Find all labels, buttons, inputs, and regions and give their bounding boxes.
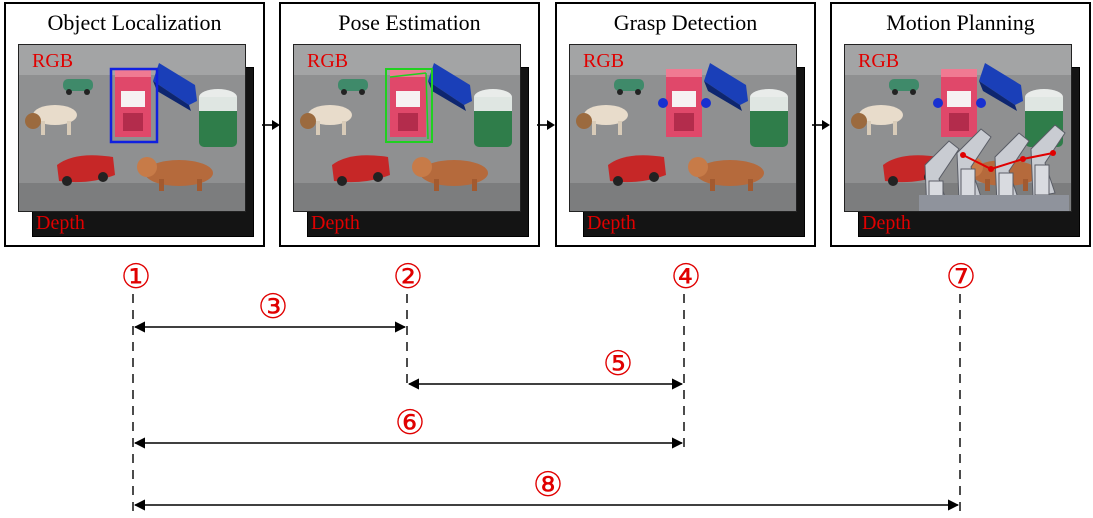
- panel-title: Grasp Detection: [613, 10, 758, 35]
- milk-carton: [115, 69, 151, 137]
- depth-label: Depth: [311, 212, 360, 234]
- cream-jar: [750, 89, 788, 147]
- depth-label: Depth: [862, 212, 911, 234]
- toy-lion: [137, 157, 213, 191]
- scene-svg: [19, 45, 245, 211]
- rgb-label: RGB: [858, 50, 900, 72]
- milestone-label-2: ②: [393, 257, 423, 297]
- milk-carton: [666, 69, 702, 137]
- milk-carton: [390, 69, 426, 137]
- red-car: [608, 155, 666, 186]
- waypoint: [960, 152, 966, 158]
- grasp-point: [976, 98, 986, 108]
- milestone-label-4: ④: [671, 257, 701, 297]
- pose-box: [385, 68, 433, 143]
- red-car: [57, 155, 115, 186]
- arrow-right-icon: [812, 120, 830, 130]
- panel-pose-estimation: Pose Estimation RGB Depth: [279, 2, 540, 247]
- panel-grasp-detection: Grasp Detection RGB Depth: [555, 2, 816, 247]
- rgb-image: [293, 44, 521, 212]
- rgb-image: [18, 44, 246, 212]
- toy-dog: [300, 105, 352, 135]
- green-car: [63, 79, 93, 95]
- interval-label-5: ⑤: [603, 344, 633, 384]
- toy-dog: [25, 105, 77, 135]
- timing-diagram: ① ② ④ ⑦ ③ ⑤ ⑥ ⑧: [121, 257, 976, 512]
- cream-jar: [199, 89, 237, 147]
- interval-label-3: ③: [258, 287, 288, 327]
- rgb-label: RGB: [307, 50, 349, 72]
- scene-svg: [845, 45, 1071, 211]
- grasp-point: [933, 98, 943, 108]
- motion-path: [962, 152, 1054, 171]
- milk-carton: [941, 69, 977, 137]
- table-shadow: [19, 183, 245, 211]
- pose-edge: [425, 72, 429, 140]
- table-shadow: [294, 183, 520, 211]
- arrow-right-icon: [537, 120, 555, 130]
- scene-svg: [294, 45, 520, 211]
- panel-title: Motion Planning: [886, 10, 1035, 35]
- blue-stapler: [428, 63, 472, 111]
- rgb-label: RGB: [32, 50, 74, 72]
- red-car: [332, 155, 390, 186]
- blue-stapler: [153, 63, 197, 111]
- pose-edge: [389, 72, 427, 78]
- milestone-label-7: ⑦: [946, 257, 976, 297]
- interval-label-6: ⑥: [395, 403, 425, 443]
- green-car: [338, 79, 368, 95]
- bounding-box: [109, 67, 159, 144]
- interval-label-8: ⑧: [533, 465, 563, 505]
- grasp-point: [701, 98, 711, 108]
- depth-label: Depth: [36, 212, 85, 234]
- green-car: [889, 79, 919, 95]
- toy-dog: [576, 105, 628, 135]
- panel-title: Object Localization: [47, 10, 222, 35]
- blue-stapler: [704, 63, 748, 111]
- rgb-image: [569, 44, 797, 212]
- panel-motion-planning: Motion Planning RGB Depth: [830, 2, 1091, 247]
- panel-title: Pose Estimation: [338, 10, 481, 35]
- cream-jar: [474, 89, 512, 147]
- panel-object-localization: Object Localization RGB Depth: [4, 2, 265, 247]
- milestone-label-1: ①: [121, 257, 151, 297]
- depth-label: Depth: [587, 212, 636, 234]
- blue-stapler: [979, 63, 1023, 111]
- rgb-label: RGB: [583, 50, 625, 72]
- pipeline-stage: Object Localization RGB Depth Pose Estim…: [0, 0, 1093, 250]
- waypoint: [1050, 150, 1056, 156]
- arrow-right-icon: [262, 120, 280, 130]
- scene-svg: [570, 45, 796, 211]
- toy-lion: [412, 157, 488, 191]
- waypoint: [988, 166, 994, 172]
- robot-hand: [919, 124, 1069, 211]
- grasp-point: [658, 98, 668, 108]
- waypoint: [1020, 156, 1026, 162]
- green-car: [614, 79, 644, 95]
- toy-lion: [688, 157, 764, 191]
- table-shadow: [570, 183, 796, 211]
- rgb-image: [844, 44, 1072, 212]
- toy-dog: [851, 105, 903, 135]
